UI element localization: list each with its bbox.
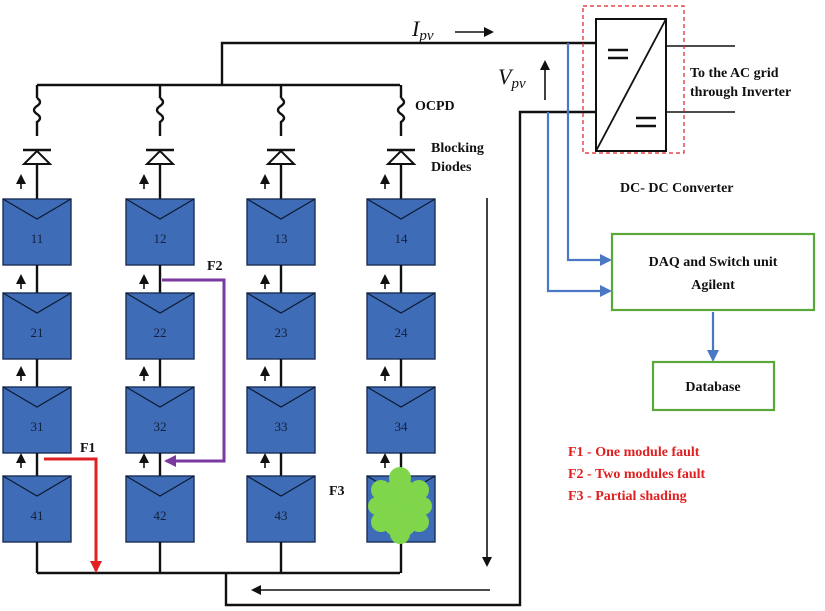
pv-module: 24 — [366, 292, 436, 360]
module-label: 31 — [31, 419, 44, 434]
pv-module: 12 — [125, 198, 195, 266]
pv-module: 43 — [246, 475, 316, 543]
module-label: 22 — [154, 325, 167, 340]
module-label: 41 — [31, 508, 44, 523]
fault-f1-label: F1 — [80, 441, 96, 456]
module-label: 42 — [154, 508, 167, 523]
pv-string-2: 12 22 32 42 — [125, 85, 195, 573]
legend-item-f2: F2 - Two modules fault — [568, 467, 705, 482]
module-label: 43 — [275, 508, 288, 523]
dc-wiring — [37, 41, 735, 607]
legend-item-f3: F3 - Partial shading — [568, 489, 687, 504]
fault-legend: F1 - One module fault F2 - Two modules f… — [568, 445, 705, 504]
diode-icon — [21, 149, 53, 165]
diode-icon — [385, 149, 417, 165]
pv-string-3: 13 23 33 43 — [246, 85, 316, 573]
fuse-icon — [32, 97, 42, 136]
module-label: 33 — [275, 419, 288, 434]
module-label: 12 — [154, 231, 167, 246]
pv-string-4: 14 24 34 — [366, 85, 436, 573]
module-label: 32 — [154, 419, 167, 434]
pv-module: 42 — [125, 475, 195, 543]
pv-module: 14 — [366, 198, 436, 266]
fault-f1-path — [44, 457, 102, 573]
svg-text:DAQ and Switch unit: DAQ and Switch unit — [649, 255, 778, 270]
vpv-label: Vpv — [498, 60, 550, 100]
pv-module: 23 — [246, 292, 316, 360]
ac-grid-label: To the AC grid through Inverter — [690, 66, 791, 100]
fault-f2-label: F2 — [207, 259, 223, 274]
dc-dc-converter — [582, 5, 685, 154]
module-label: 11 — [31, 231, 44, 246]
module-label: 23 — [275, 325, 288, 340]
fault-f2-path — [162, 278, 226, 467]
converter-label: DC- DC Converter — [620, 181, 734, 196]
module-label: 34 — [395, 419, 409, 434]
pv-module: 22 — [125, 292, 195, 360]
legend-item-f1: F1 - One module fault — [568, 445, 700, 460]
pv-module: 13 — [246, 198, 316, 266]
pv-module: 31 — [2, 386, 72, 454]
pv-module: 33 — [246, 386, 316, 454]
measurement-wires — [546, 43, 719, 362]
pv-module: 21 — [2, 292, 72, 360]
module-label: 13 — [275, 231, 288, 246]
pv-module: 41 — [2, 475, 72, 543]
pv-module: 34 — [366, 386, 436, 454]
fuse-icon — [276, 97, 286, 136]
module-label: 24 — [395, 325, 409, 340]
pv-string-1: 11 21 31 41 — [2, 85, 72, 573]
diode-icon — [265, 149, 297, 165]
fault-f3-label: F3 — [329, 484, 345, 499]
pv-module: 32 — [125, 386, 195, 454]
database-box: Database — [651, 360, 776, 412]
blocking-diodes-label: Blocking Diodes — [431, 141, 487, 175]
svg-text:Agilent: Agilent — [691, 278, 735, 293]
partial-shading-cloud — [368, 467, 432, 544]
svg-text:Ipv: Ipv — [411, 16, 434, 44]
svg-text:Vpv: Vpv — [498, 64, 526, 92]
module-label: 21 — [31, 325, 44, 340]
fuse-icon — [396, 97, 406, 136]
ocpd-label: OCPD — [415, 99, 455, 114]
pv-module: 11 — [2, 198, 72, 266]
module-label: 14 — [395, 231, 409, 246]
ipv-label: Ipv — [411, 16, 494, 44]
diode-icon — [144, 149, 176, 165]
pv-strings: 11 21 31 41 12 22 32 42 13 23 33 43 14 24 34 — [2, 85, 436, 573]
svg-text:Database: Database — [685, 380, 740, 395]
fuse-icon — [155, 97, 165, 136]
daq-switch-unit: DAQ and Switch unit Agilent — [610, 232, 816, 312]
